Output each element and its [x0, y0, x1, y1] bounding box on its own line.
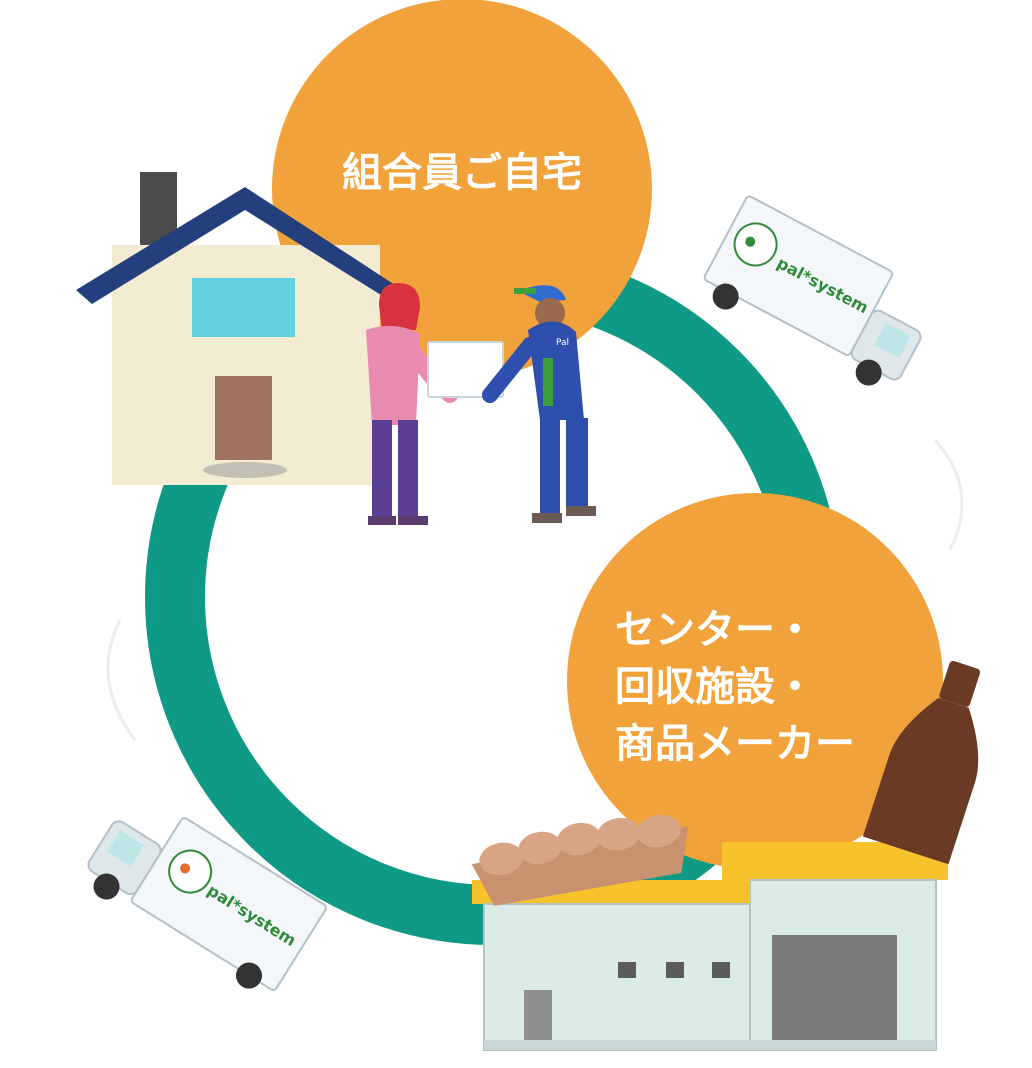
uniform-badge: Pal: [556, 338, 569, 348]
node-home-label-line: 組合員ご自宅: [342, 150, 582, 196]
decorative-swirls: [106, 438, 964, 741]
node-center-label: センター・ 回収施設・ 商品メーカー: [615, 607, 855, 767]
node-center-circle: [567, 493, 943, 869]
node-home-label: 組合員ご自宅: [342, 150, 582, 196]
house-door: [215, 376, 272, 460]
house-door-shadow: [203, 462, 287, 478]
driver-person-icon: Pal: [482, 285, 596, 523]
delivery-truck-icon: pal*system: [87, 817, 327, 991]
factory-wall-left: [483, 903, 751, 1051]
node-center: センター・ 回収施設・ 商品メーカー: [567, 493, 943, 869]
factory-icon: [472, 842, 948, 1051]
house-window: [192, 278, 295, 337]
delivery-truck-icon: pal*system: [703, 195, 922, 386]
node-center-label-line-1: センター・: [615, 607, 815, 653]
driver-cap-brim: [514, 288, 536, 294]
house-roof: [76, 187, 418, 310]
egg-carton-icon: [471, 814, 689, 906]
bottle-icon: [862, 660, 981, 865]
node-center-label-line-3: 商品メーカー: [615, 721, 855, 767]
house-icon: [76, 172, 418, 485]
node-center-label-line-2: 回収施設・: [615, 664, 815, 710]
factory-gate: [772, 935, 897, 1045]
